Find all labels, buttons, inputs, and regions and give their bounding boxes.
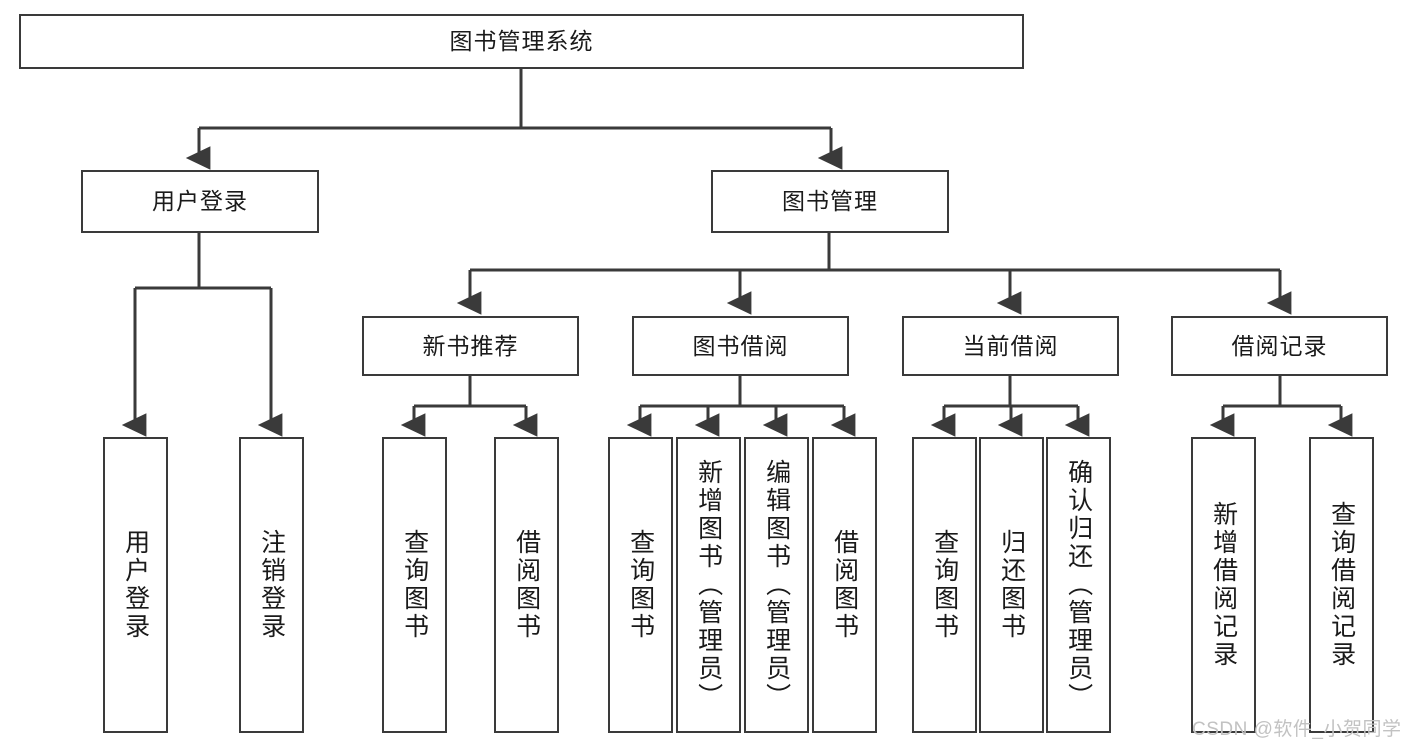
- node-label: 查询借阅记录: [1327, 501, 1356, 669]
- node-label: 借阅图书: [512, 529, 541, 641]
- leaf-user-login-logout[interactable]: 注销登录: [239, 437, 304, 733]
- node-label: 图书管理系统: [449, 28, 594, 55]
- node-borrow-record[interactable]: 借阅记录: [1171, 316, 1388, 376]
- leaf-book-borrow-borrow[interactable]: 借阅图书: [812, 437, 877, 733]
- leaf-current-borrow-query[interactable]: 查询图书: [912, 437, 977, 733]
- leaf-new-book-query[interactable]: 查询图书: [382, 437, 447, 733]
- leaf-book-borrow-edit[interactable]: 编辑图书（管理员）: [744, 437, 809, 733]
- node-current-borrow[interactable]: 当前借阅: [902, 316, 1119, 376]
- node-label: 归还图书: [997, 529, 1026, 641]
- node-label: 用户登录: [152, 188, 248, 215]
- node-label: 确认归还（管理员）: [1064, 459, 1093, 711]
- leaf-book-borrow-query[interactable]: 查询图书: [608, 437, 673, 733]
- leaf-borrow-record-add[interactable]: 新增借阅记录: [1191, 437, 1256, 733]
- node-label: 查询图书: [400, 529, 429, 641]
- node-user-login[interactable]: 用户登录: [81, 170, 319, 233]
- node-label: 借阅图书: [830, 529, 859, 641]
- leaf-book-borrow-add[interactable]: 新增图书（管理员）: [676, 437, 741, 733]
- node-label: 当前借阅: [962, 332, 1059, 359]
- node-label: 注销登录: [257, 529, 286, 641]
- node-new-book-recommend[interactable]: 新书推荐: [362, 316, 579, 376]
- leaf-current-borrow-return[interactable]: 归还图书: [979, 437, 1044, 733]
- node-label: 图书借阅: [692, 332, 789, 359]
- csdn-watermark: CSDN @软件_小贺同学: [1192, 719, 1402, 740]
- node-label: 新书推荐: [422, 332, 519, 359]
- node-label: 图书管理: [782, 188, 878, 215]
- leaf-new-book-borrow[interactable]: 借阅图书: [494, 437, 559, 733]
- node-book-management[interactable]: 图书管理: [711, 170, 949, 233]
- node-label: 新增图书（管理员）: [694, 459, 723, 711]
- leaf-borrow-record-query[interactable]: 查询借阅记录: [1309, 437, 1374, 733]
- node-label: 编辑图书（管理员）: [762, 459, 791, 711]
- node-book-borrow[interactable]: 图书借阅: [632, 316, 849, 376]
- node-label: 新增借阅记录: [1209, 501, 1238, 669]
- leaf-current-borrow-confirm-return[interactable]: 确认归还（管理员）: [1046, 437, 1111, 733]
- node-label: 查询图书: [626, 529, 655, 641]
- node-label: 用户登录: [121, 529, 150, 641]
- node-label: 借阅记录: [1231, 332, 1328, 359]
- leaf-user-login-login[interactable]: 用户登录: [103, 437, 168, 733]
- node-label: 查询图书: [930, 529, 959, 641]
- node-root-system[interactable]: 图书管理系统: [19, 14, 1024, 69]
